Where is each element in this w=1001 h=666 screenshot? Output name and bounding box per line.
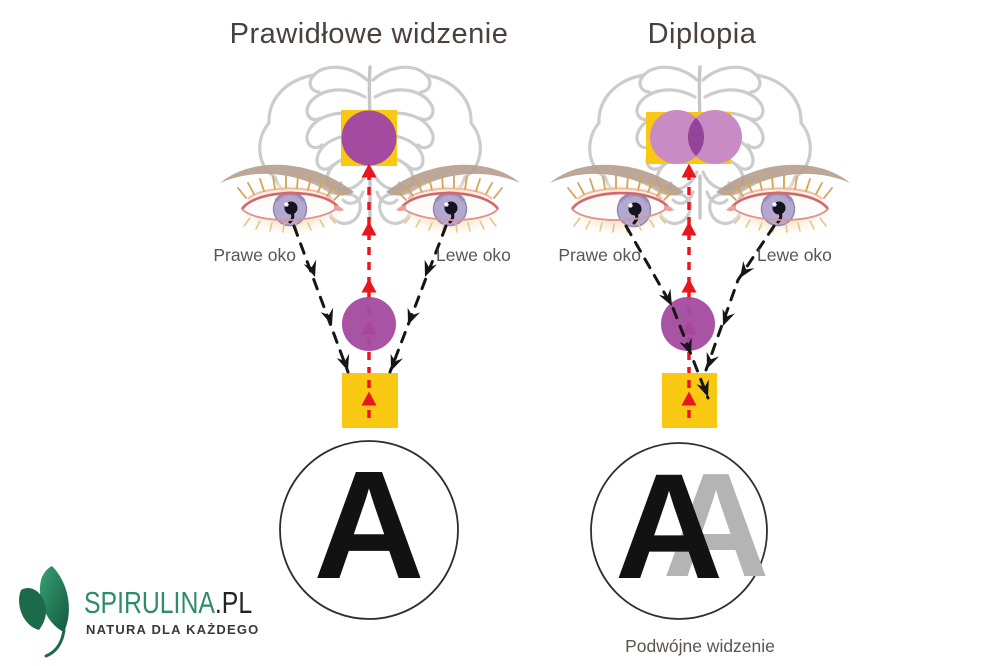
leaf-stem — [44, 628, 66, 658]
label-right-eye: Prawe oko — [558, 245, 641, 265]
left-eye-sight-ray-crossed — [704, 224, 776, 372]
black-arrowhead — [701, 351, 720, 372]
red-arrowhead — [361, 278, 377, 293]
right-eye-sight-ray — [292, 224, 350, 374]
percept-circle-purple — [341, 110, 397, 166]
red-arrowhead — [681, 278, 697, 293]
diplopia-diagram: Prawe oko Lewe oko A A Podwójne widzenie — [550, 65, 850, 656]
right-eye-iris-deviated — [615, 191, 653, 229]
caption-double-vision: Podwójne widzenie — [625, 636, 775, 656]
leaf-icon — [19, 566, 69, 658]
percept-overlap-lens — [687, 117, 705, 157]
seen-image-circle — [590, 442, 768, 620]
black-arrowhead — [419, 259, 438, 280]
left-eye-sight-ray — [388, 224, 448, 374]
logo-brand-text: SPIRULINA — [84, 585, 215, 619]
black-arrowhead — [385, 353, 404, 374]
red-arrowhead — [361, 221, 377, 236]
label-left-eye: Lewe oko — [757, 245, 832, 265]
midline-percept-circle — [342, 297, 396, 351]
leaf-large — [39, 566, 69, 632]
seen-letter-single: A — [313, 439, 424, 611]
spirulina-logo: SPIRULINA.PL NATURA DLA KAŻDEGO — [19, 566, 260, 658]
title-diplopia: Diplopia — [648, 18, 757, 50]
right-eye-sight-ray-crossed — [624, 224, 710, 400]
red-arrowhead — [681, 221, 697, 236]
label-right-eye: Prawe oko — [213, 245, 296, 265]
red-arrowhead — [681, 163, 697, 178]
logo-tagline: NATURA DLA KAŻDEGO — [86, 622, 260, 637]
logo-wordmark: SPIRULINA.PL — [84, 585, 252, 619]
seen-image-circle — [279, 440, 459, 620]
seen-letter-primary: A — [615, 442, 723, 610]
logo-suffix-text: .PL — [215, 585, 252, 619]
black-arrowhead — [336, 353, 355, 374]
label-left-eye: Lewe oko — [436, 245, 511, 265]
normal-vision-diagram: Prawe oko Lewe oko A — [213, 65, 520, 620]
percept-circle-double-left — [650, 110, 704, 164]
seen-letter-ghost: A — [663, 443, 770, 608]
black-arrowhead — [402, 307, 421, 328]
title-normal-vision: Prawidłowe widzenie — [230, 18, 509, 50]
percept-circle-double-right — [688, 110, 742, 164]
leaf-small — [19, 588, 46, 630]
